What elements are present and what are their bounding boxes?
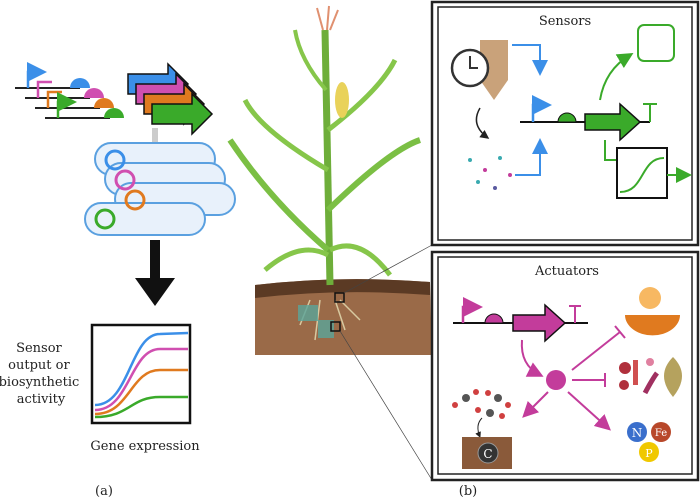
sensors-title: Sensors <box>539 14 591 29</box>
leaf-icon <box>664 357 682 397</box>
drought-soil-icon <box>625 315 680 336</box>
x-axis-label: Gene expression <box>90 439 200 454</box>
actuators-title: Actuators <box>534 264 599 279</box>
response-plot <box>90 323 192 425</box>
gene-arrow-icon <box>584 102 642 142</box>
co2-molecules-icon <box>452 389 511 419</box>
gfp-protein-icon <box>637 24 675 62</box>
phosphorus-label: P <box>645 447 653 460</box>
promoter-library <box>15 62 214 136</box>
down-arrow-icon <box>135 240 175 306</box>
sun-icon <box>639 287 661 309</box>
bacteria-cells-icon <box>84 142 236 236</box>
sensor-response-plot <box>616 147 668 199</box>
effector-molecule-icon <box>546 370 566 390</box>
y-axis-label: Sensor output or biosynthetic activity <box>0 341 83 407</box>
actuators-panel: Actuators C N Fe <box>430 250 700 482</box>
root-tip-icon <box>480 40 508 100</box>
sensors-panel: Sensors <box>430 0 700 247</box>
caption-b: (b) <box>459 484 477 499</box>
corn-plant-icon <box>227 5 433 481</box>
nitrogen-icon <box>627 422 647 442</box>
carbon-label: C <box>483 447 492 461</box>
exudate-molecules-icon <box>468 156 512 190</box>
phosphorus-icon <box>639 442 659 462</box>
caption-a: (a) <box>95 484 113 499</box>
iron-icon <box>651 422 671 442</box>
pathogens-icon <box>619 358 659 395</box>
iron-label: Fe <box>655 428 667 439</box>
nitrogen-label: N <box>632 426 643 440</box>
